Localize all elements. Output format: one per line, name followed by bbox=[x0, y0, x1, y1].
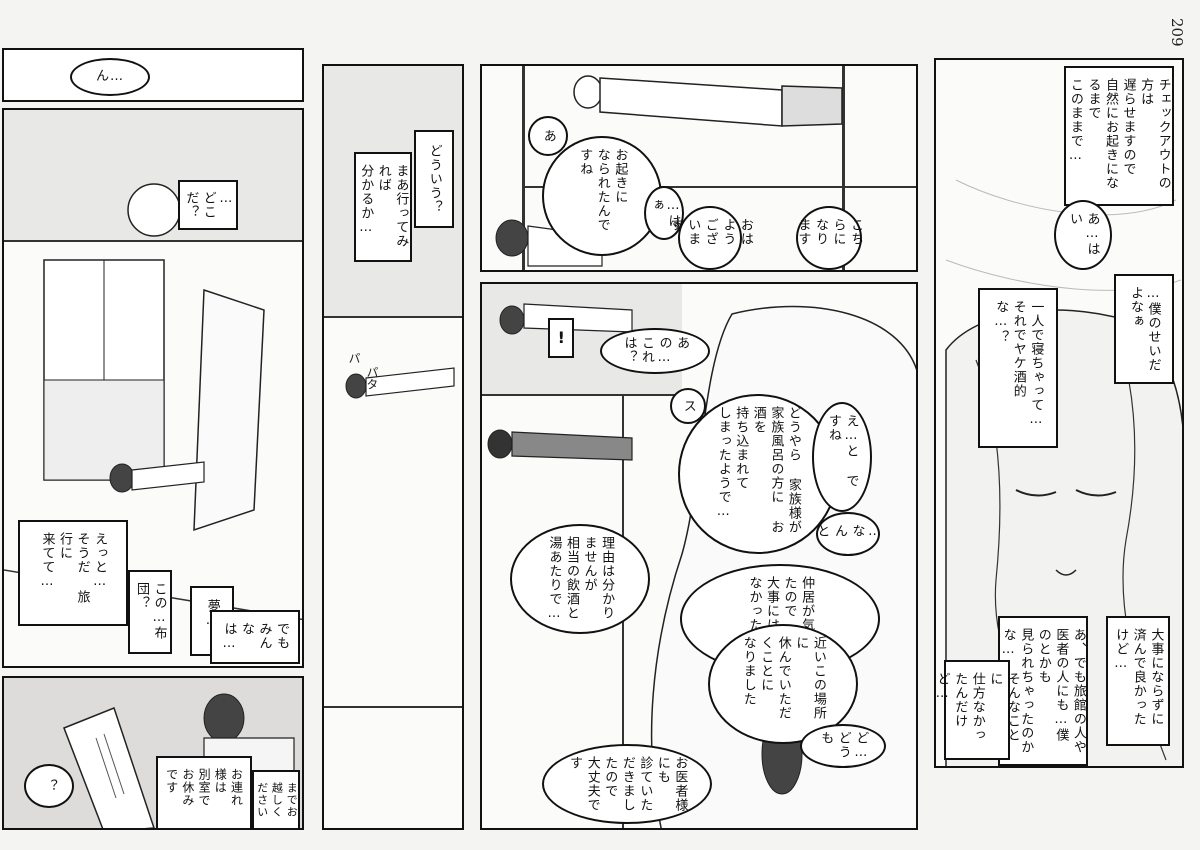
page-number: 209 bbox=[1168, 18, 1186, 47]
speech-bubble-thanks: ど…どうも bbox=[800, 724, 886, 768]
thought-box-futon: この…布団？ bbox=[128, 570, 172, 654]
speech-bubble-hai: あ…はい bbox=[1054, 200, 1112, 270]
note-companions: お連れ様は 別室でお休みです bbox=[156, 756, 252, 828]
thought-box-alone: 一人で寝ちゃって… それでヤケ酒的な…？ bbox=[978, 288, 1058, 448]
speech-bubble-checkout: チェックアウトの方は 遅らせますので 自然にお起きになるまで このままで… bbox=[1064, 66, 1174, 206]
thought-box-everyone: でも みんなは… bbox=[210, 610, 300, 664]
panel-7: チェックアウトの方は 遅らせますので 自然にお起きになるまで このままで… あ…… bbox=[934, 58, 1184, 768]
thought-box-what: どういう？ bbox=[414, 130, 454, 228]
thought-box-my-fault: …僕のせいだよなぁ bbox=[1114, 274, 1174, 384]
speech-bubble-what-is-this: あの…これは？ bbox=[600, 328, 710, 374]
speech-bubble-n: ん… bbox=[70, 58, 150, 96]
speech-bubble-question: ？ bbox=[24, 764, 74, 808]
note-come-to: までお越しください bbox=[252, 770, 300, 828]
speech-bubble-eeto: え…と ですね bbox=[812, 402, 872, 512]
panel-3: ？ お連れ様は 別室でお休みです までお越しください bbox=[2, 676, 304, 830]
panel-1: ん… bbox=[2, 48, 304, 102]
thought-box-trip: えっと… そうだ 旅行に 来てて… bbox=[18, 520, 128, 626]
speech-bubble-good-morning: おはよう ございます bbox=[668, 206, 753, 270]
walking-figure-illustration bbox=[345, 367, 455, 399]
thought-box-go-see: まあ行ってみれば 分かるか… bbox=[354, 152, 412, 262]
room-interior-illustration bbox=[4, 183, 302, 621]
panel-5: あ お起きに なられたんですね …はぁ おはよう ございます こちらに なります bbox=[480, 64, 918, 272]
sfx-pa: パ bbox=[347, 352, 361, 364]
speech-bubble-explanation: どうやら 家族様が 家族風呂の方に お酒を 持ち込まれて しまったようで… bbox=[678, 394, 838, 554]
speech-bubble-haa: …はぁ bbox=[644, 186, 684, 240]
thought-box-no-choice: そんなことに 仕方なかったんだけど… bbox=[936, 660, 1020, 760]
speech-bubble-this-way: こちらに なります bbox=[795, 206, 863, 270]
speech-bubble-doctor: お医者様にも 診ていただきましたので 大丈夫です bbox=[542, 744, 712, 824]
speech-bubble-oh: あ bbox=[528, 116, 568, 156]
thought-box-where: …どこだ？ bbox=[178, 180, 238, 230]
panel-2: …どこだ？ えっと… そうだ 旅行に 来てて… この…布団？ 夢…？ でも みん… bbox=[2, 108, 304, 668]
speech-bubble-reason: 理由は分かりませんが 相当の飲酒と 湯あたりで… bbox=[510, 524, 650, 634]
speech-bubble-awake: お起きに なられたんですね bbox=[542, 136, 662, 256]
panel-4: どういう？ まあ行ってみれば 分かるか… パ パタ bbox=[322, 64, 464, 830]
speech-bubble-nanto: …なんと bbox=[814, 512, 882, 556]
thought-box-no-harm: 大事にならずに 済んで良かったけど… bbox=[1106, 616, 1170, 746]
sfx-pata: パタ bbox=[365, 366, 379, 390]
panel-6: ! あの…これは？ ス どうやら 家族様が 家族風呂の方に お酒を 持ち込まれて… bbox=[480, 282, 918, 830]
exclaim-box: ! bbox=[548, 318, 574, 358]
staff-figure-illustration bbox=[495, 75, 843, 267]
